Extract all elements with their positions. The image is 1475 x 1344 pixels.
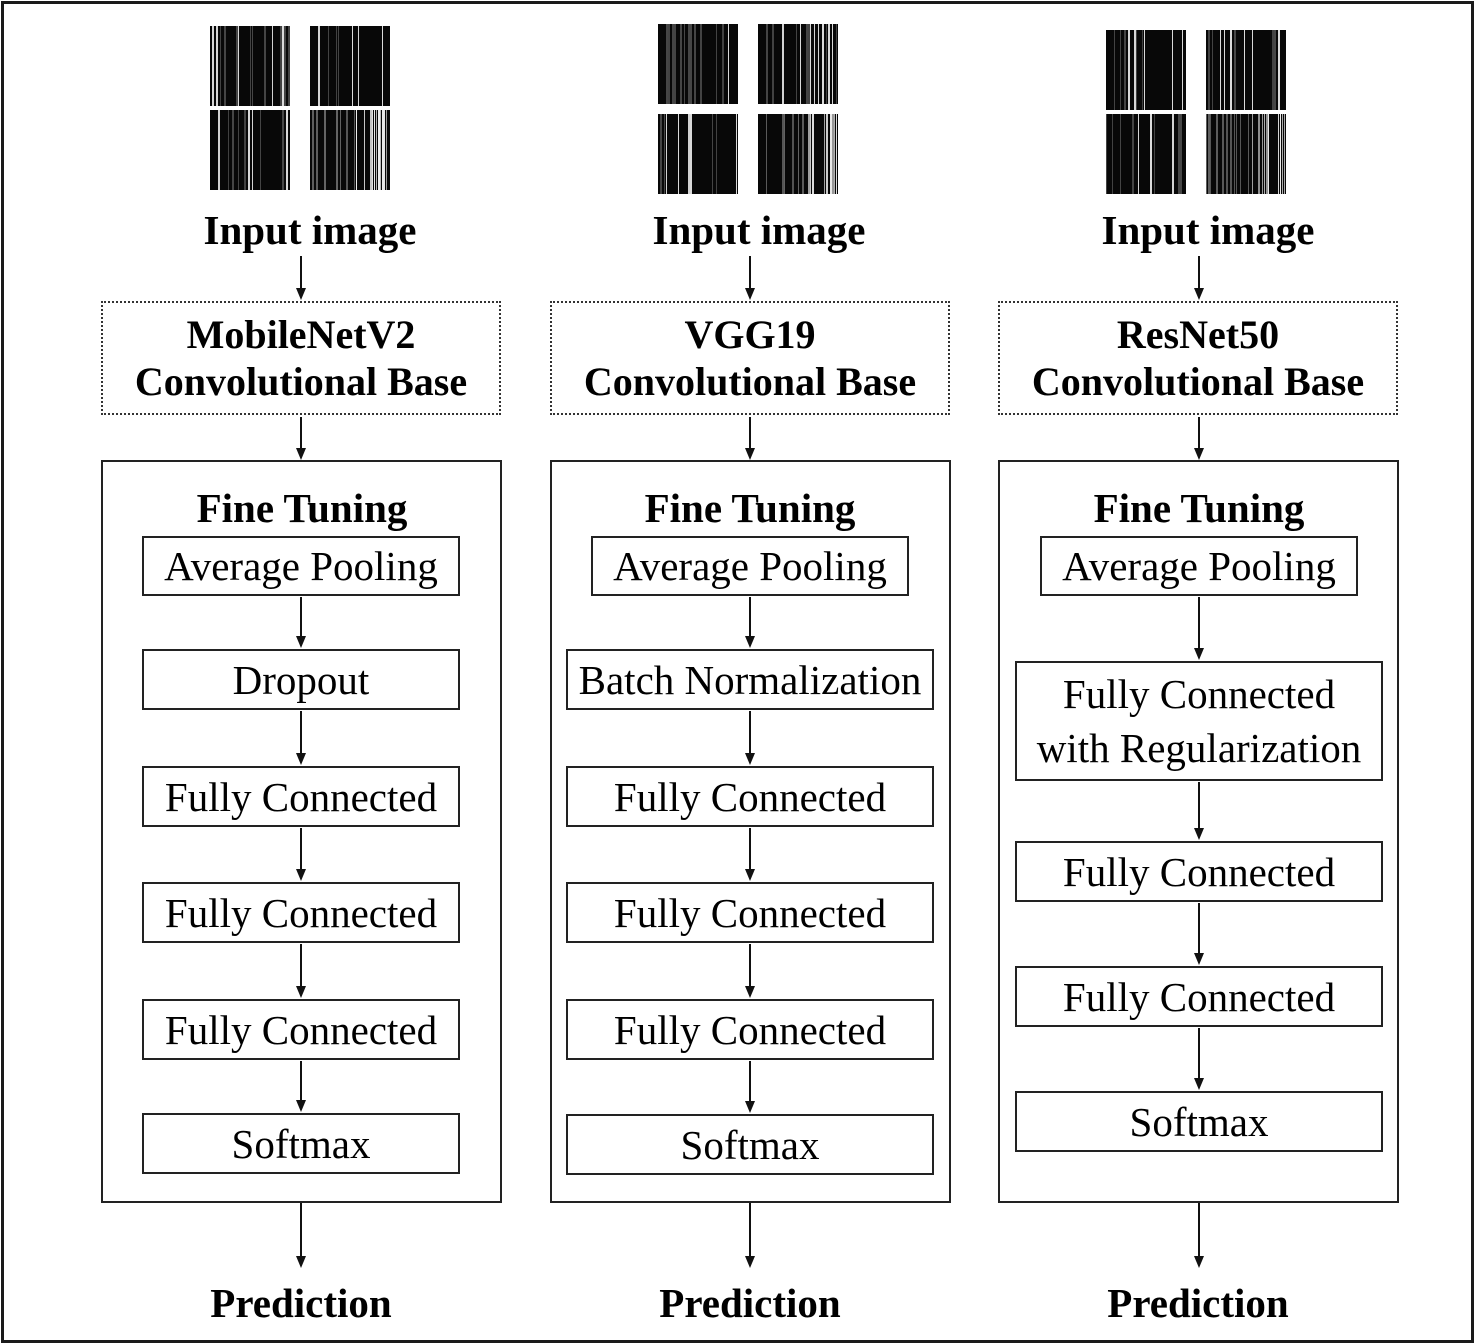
arrow-head: [1194, 648, 1204, 660]
arrow-head: [745, 448, 755, 460]
convolutional-base-box: VGG19 Convolutional Base: [550, 301, 950, 415]
input-image-thumbnail: [210, 26, 290, 106]
arrow-head: [1194, 1256, 1204, 1268]
layer-fully-connected: Fully Connected: [142, 882, 460, 943]
fine-tuning-title: Fine Tuning: [644, 485, 856, 531]
convolutional-base-box: ResNet50 Convolutional Base: [998, 301, 1398, 415]
base-model-name: MobileNetV2: [186, 312, 416, 357]
arrow-head: [745, 1101, 755, 1113]
base-model-name: ResNet50: [1116, 312, 1280, 357]
layer-softmax: Softmax: [1015, 1091, 1383, 1152]
layer-fully-connected: Fully Connected: [142, 999, 460, 1060]
layer-average-pooling: Average Pooling: [1040, 536, 1358, 596]
layer-softmax: Softmax: [142, 1113, 460, 1174]
input-image-thumbnail: [1106, 30, 1186, 110]
arrow-head: [745, 753, 755, 765]
input-image-thumbnail: [658, 114, 738, 194]
fine-tuning-box: [550, 460, 951, 1203]
arrow-head: [745, 1256, 755, 1268]
input-image-thumbnail: [310, 110, 390, 190]
fine-tuning-title: Fine Tuning: [1093, 485, 1305, 531]
layer-fully-connected: Fully Connected: [566, 882, 934, 943]
input-image-label: Input image: [652, 207, 866, 253]
layer-batch-normalization: Batch Normalization: [566, 649, 934, 710]
input-image-thumbnail: [658, 24, 738, 104]
prediction-label: Prediction: [659, 1280, 841, 1326]
input-image-thumbnail: [310, 26, 390, 106]
input-image-thumbnail: [210, 110, 290, 190]
layer-average-pooling: Average Pooling: [591, 536, 909, 596]
arrow-head: [745, 288, 755, 300]
layer-fully-connected-regularization: Fully Connected with Regularization: [1015, 661, 1383, 781]
arrow-head: [1194, 1078, 1204, 1090]
arrow-head: [1194, 953, 1204, 965]
arrow-head: [745, 869, 755, 881]
base-model-subtitle: Convolutional Base: [134, 359, 468, 404]
layer-dropout: Dropout: [142, 649, 460, 710]
fine-tuning-title: Fine Tuning: [196, 485, 408, 531]
arrow-head: [745, 986, 755, 998]
layer-fully-connected: Fully Connected: [566, 999, 934, 1060]
arrow-head: [1194, 828, 1204, 840]
arrow-head: [745, 636, 755, 648]
layer-fully-connected: Fully Connected: [566, 766, 934, 827]
prediction-label: Prediction: [1107, 1280, 1289, 1326]
convolutional-base-box: MobileNetV2 Convolutional Base: [101, 301, 501, 415]
input-image-thumbnail: [1106, 114, 1186, 194]
arrow-head: [1194, 288, 1204, 300]
arrow-head: [296, 288, 306, 300]
input-image-label: Input image: [203, 207, 417, 253]
arrow-head: [296, 1100, 306, 1112]
base-model-subtitle: Convolutional Base: [583, 359, 917, 404]
layer-fully-connected: Fully Connected: [1015, 966, 1383, 1027]
arrow-head: [296, 636, 306, 648]
layer-fully-connected: Fully Connected: [142, 766, 460, 827]
input-image-thumbnail: [1206, 30, 1286, 110]
layer-average-pooling: Average Pooling: [142, 536, 460, 596]
arrow-head: [1194, 448, 1204, 460]
prediction-label: Prediction: [210, 1280, 392, 1326]
arrow-head: [296, 753, 306, 765]
base-model-name: VGG19: [684, 312, 816, 357]
arrow-head: [296, 869, 306, 881]
arrow-head: [296, 986, 306, 998]
layer-softmax: Softmax: [566, 1114, 934, 1175]
input-image-thumbnail: [758, 24, 838, 104]
base-model-subtitle: Convolutional Base: [1031, 359, 1365, 404]
input-image-label: Input image: [1101, 207, 1315, 253]
input-image-thumbnail: [758, 114, 838, 194]
arrow-head: [296, 448, 306, 460]
input-image-thumbnail: [1206, 114, 1286, 194]
arrow-head: [296, 1256, 306, 1268]
fine-tuning-box: [998, 460, 1399, 1203]
layer-fully-connected: Fully Connected: [1015, 841, 1383, 902]
fine-tuning-box: [101, 460, 502, 1203]
